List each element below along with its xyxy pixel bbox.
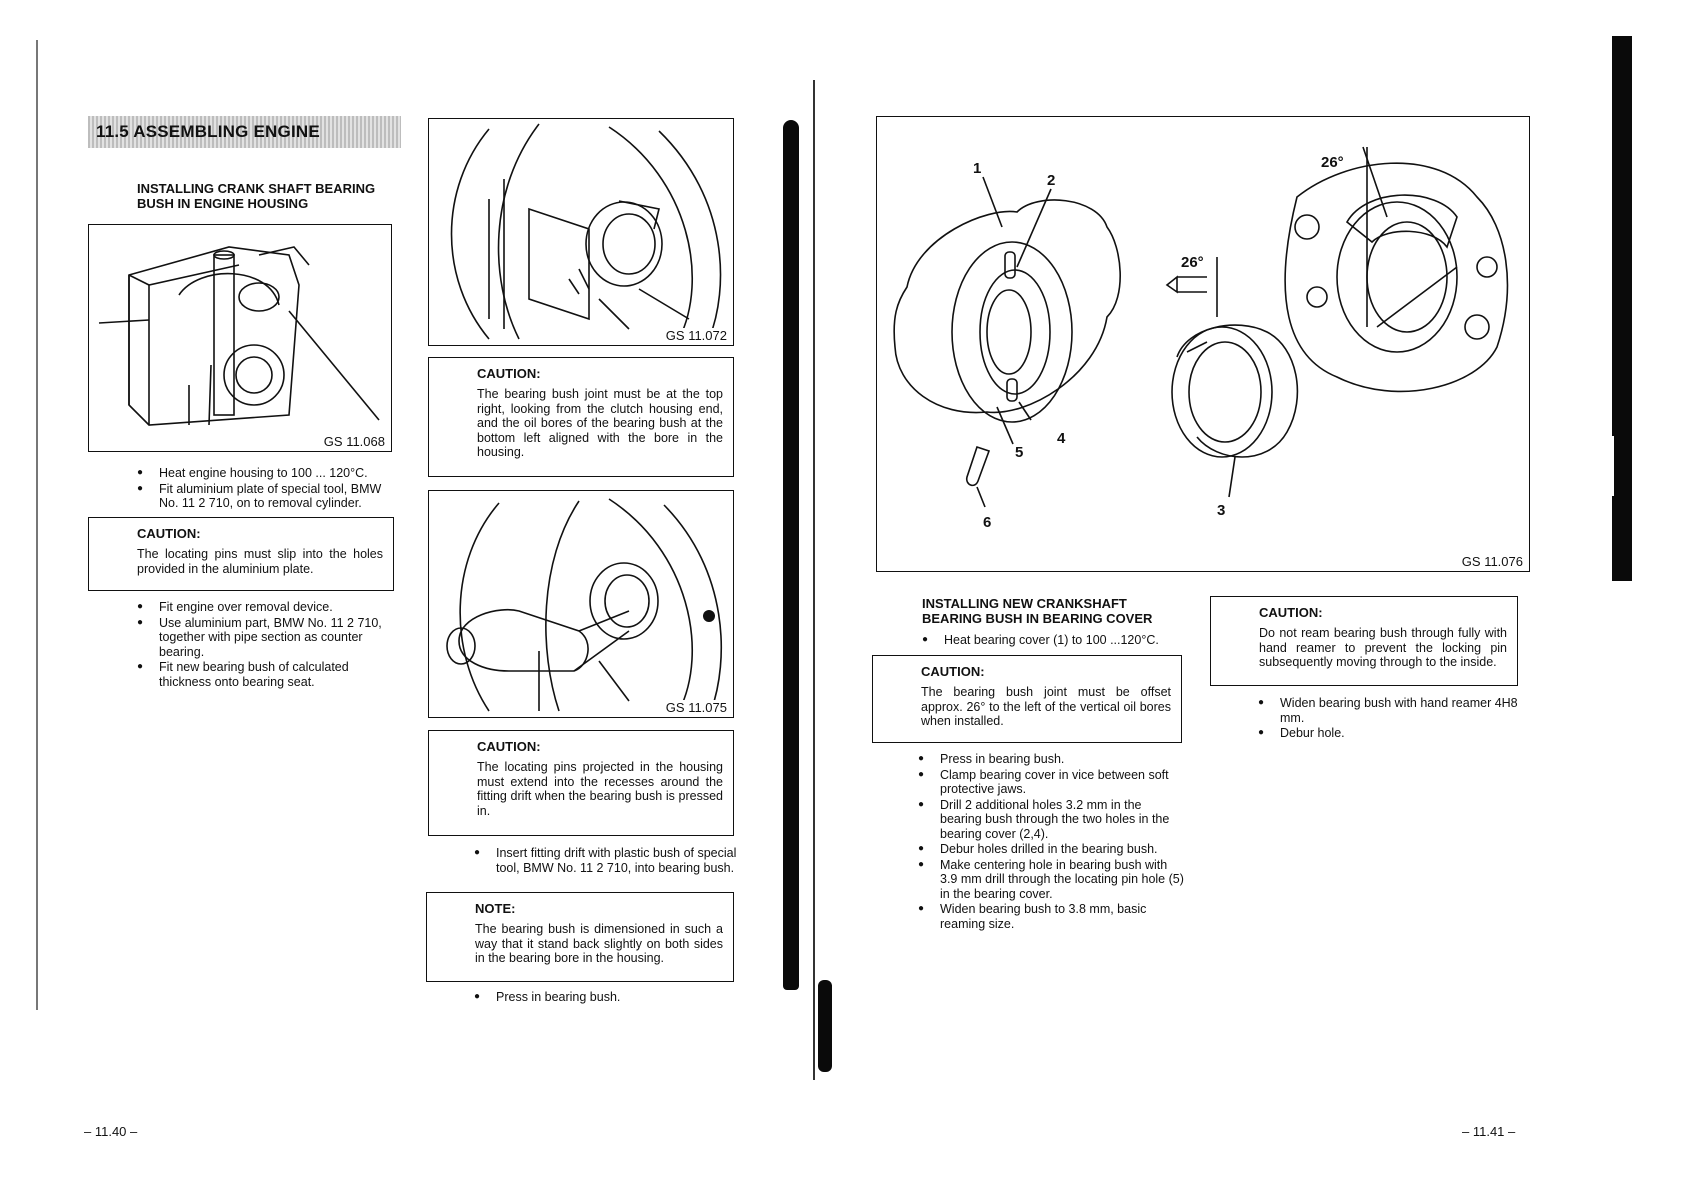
caution-title: CAUTION: xyxy=(137,526,201,541)
scan-edge-notch xyxy=(1602,436,1614,496)
right-heading: INSTALLING NEW CRANKSHAFT BEARING BUSH I… xyxy=(922,596,1153,626)
list-item: Clamp bearing cover in vice between soft… xyxy=(916,768,1186,797)
list-item: Debur holes drilled in the bearing bush. xyxy=(916,842,1186,857)
callout-4: 4 xyxy=(1057,430,1066,447)
fitting-drift-drawing xyxy=(446,498,722,712)
figure-fitting-drift: GS 11.075 xyxy=(428,490,734,718)
list-item: Use aluminium part, BMW No. 11 2 710, to… xyxy=(135,616,397,660)
angle-label-bush: 26° xyxy=(1181,254,1204,271)
left-heading: INSTALLING CRANK SHAFT BEARING BUSH IN E… xyxy=(137,181,376,211)
callout-6: 6 xyxy=(983,514,991,531)
bearing-bush-housing-drawing xyxy=(450,123,722,340)
section-title: 11.5 ASSEMBLING ENGINE xyxy=(88,116,401,148)
caution-text: Do not ream bearing bush through fully w… xyxy=(1259,626,1507,669)
caution-text: The locating pins must slip into the hol… xyxy=(137,547,383,576)
figure-label: GS 11.068 xyxy=(321,434,387,449)
caution-text: The bearing bush joint must be offset ap… xyxy=(921,685,1171,728)
callout-2: 2 xyxy=(1047,172,1055,189)
note-box: NOTE: The bearing bush is dimensioned in… xyxy=(426,892,734,982)
list-item: Widen bearing bush to 3.8 mm, basic ream… xyxy=(916,902,1186,931)
angle-label-cover: 26° xyxy=(1321,154,1344,171)
left-steps-2: Fit engine over removal device. Use alum… xyxy=(135,600,397,690)
list-item: Fit new bearing bush of calculated thick… xyxy=(135,660,397,689)
caution-box-1: CAUTION: The locating pins must slip int… xyxy=(88,517,394,591)
figure-engine-housing: GS 11.068 xyxy=(88,224,392,452)
callout-1: 1 xyxy=(973,160,981,177)
callout-5: 5 xyxy=(1015,444,1023,461)
binding-line xyxy=(813,80,815,1080)
caution-box-3: CAUTION: The locating pins projected in … xyxy=(428,730,734,836)
binding-shadow-bottom xyxy=(818,980,832,1072)
callout-3: 3 xyxy=(1217,502,1225,519)
list-item: Fit aluminium plate of special tool, BMW… xyxy=(135,482,397,511)
right-steps-2: Press in bearing bush. Clamp bearing cov… xyxy=(916,752,1186,932)
list-item: Widen bearing bush with hand reamer 4H8 … xyxy=(1256,696,1526,725)
scan-edge-bar xyxy=(1612,36,1632,581)
caution-text: The bearing bush joint must be at the to… xyxy=(477,387,723,459)
caution-text: The locating pins projected in the housi… xyxy=(477,760,723,818)
left-steps-1: Heat engine housing to 100 ... 120°C. Fi… xyxy=(135,466,397,512)
caution-box-2: CAUTION: The bearing bush joint must be … xyxy=(428,357,734,477)
caution-title: CAUTION: xyxy=(921,664,985,679)
caution-title: CAUTION: xyxy=(1259,605,1323,620)
right-steps-1: Heat bearing cover (1) to 100 ...120°C. xyxy=(920,633,1190,649)
list-item: Drill 2 additional holes 3.2 mm in the b… xyxy=(916,798,1186,842)
figure-label: GS 11.072 xyxy=(663,328,729,343)
page-edge-line xyxy=(36,40,38,1010)
page-number-right: – 11.41 – xyxy=(1462,1124,1516,1139)
middle-steps-1: Insert fitting drift with plastic bush o… xyxy=(472,846,737,876)
list-item: Heat bearing cover (1) to 100 ...120°C. xyxy=(920,633,1190,648)
list-item: Debur hole. xyxy=(1256,726,1526,741)
list-item: Press in bearing bush. xyxy=(472,990,737,1005)
caution-title: CAUTION: xyxy=(477,366,541,381)
list-item: Heat engine housing to 100 ... 120°C. xyxy=(135,466,397,481)
list-item: Fit engine over removal device. xyxy=(135,600,397,615)
caution-box-5: CAUTION: Do not ream bearing bush throug… xyxy=(1210,596,1518,686)
bearing-cover-drawing: 1 2 3 4 5 6 26° 26° xyxy=(893,146,1509,531)
binding-shadow xyxy=(783,120,799,990)
figure-bearing-bush-housing: GS 11.072 xyxy=(428,118,734,346)
right-steps-3: Widen bearing bush with hand reamer 4H8 … xyxy=(1256,696,1526,742)
page-number-left: – 11.40 – xyxy=(84,1124,138,1139)
figure-label: GS 11.076 xyxy=(1459,554,1525,569)
list-item: Insert fitting drift with plastic bush o… xyxy=(472,846,737,875)
list-item: Make centering hole in bearing bush with… xyxy=(916,858,1186,902)
engine-housing-drawing xyxy=(98,246,380,426)
note-title: NOTE: xyxy=(475,901,516,916)
caution-box-4: CAUTION: The bearing bush joint must be … xyxy=(872,655,1182,743)
caution-title: CAUTION: xyxy=(477,739,541,754)
figure-label: GS 11.075 xyxy=(663,700,729,715)
middle-steps-2: Press in bearing bush. xyxy=(472,990,737,1006)
list-item: Press in bearing bush. xyxy=(916,752,1186,767)
figure-bearing-cover: 1 2 3 4 5 6 26° 26° GS 11.076 xyxy=(876,116,1530,572)
note-text: The bearing bush is dimensioned in such … xyxy=(475,922,723,965)
